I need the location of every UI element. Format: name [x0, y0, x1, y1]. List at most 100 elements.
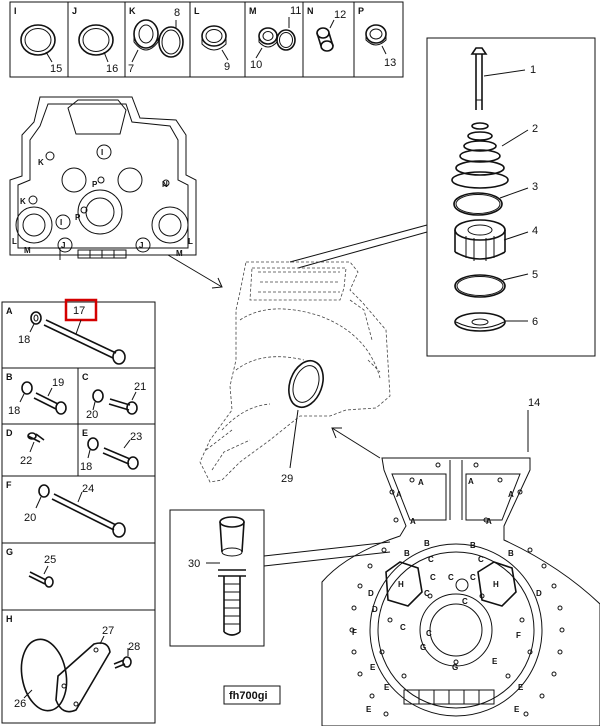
part-label-8: 8: [174, 7, 180, 19]
part-label-28: 28: [128, 641, 140, 653]
part-label-18-b: 18: [8, 405, 20, 417]
seal-ring-15-icon: [20, 24, 56, 56]
part-label-27: 27: [102, 625, 114, 637]
long-bolt-24-icon: [51, 493, 126, 538]
seal-ring-29-icon: [288, 359, 324, 409]
stud-bolt-30-icon: [218, 516, 246, 636]
flange-letter-g-1: G: [420, 643, 426, 652]
screw-28-icon: [113, 656, 132, 669]
flange-face-drawing: 14: [321, 397, 600, 726]
flange-letter-c-8: C: [400, 623, 406, 632]
flange-letter-e-1: E: [370, 663, 376, 672]
o-ring-8-icon: [158, 26, 184, 58]
washer-20-c-icon: [92, 389, 104, 403]
seal-cup-10-icon: [258, 27, 278, 48]
kit-key-l: L: [194, 6, 200, 16]
flange-letter-d-2: D: [372, 605, 378, 614]
locator-j-right: J: [139, 241, 143, 250]
washer-18-b-icon: [21, 381, 33, 395]
kit-key-a: A: [6, 306, 13, 316]
kit-key-n: N: [307, 6, 314, 16]
locator-m-left: M: [24, 246, 31, 255]
part-label-20-c: 20: [86, 409, 98, 421]
kit-key-j: J: [72, 6, 77, 16]
seal-ring-16-icon: [78, 24, 114, 56]
part-label-19: 19: [52, 377, 64, 389]
locator-n: N: [162, 180, 168, 189]
kit-key-b: B: [6, 372, 13, 382]
top-kit-strip: I J K L M N P 15 16 8 7: [9, 1, 404, 78]
kit-key-e: E: [82, 428, 88, 438]
o-ring-3-icon: [453, 192, 503, 216]
sleeve-12-icon: [316, 27, 334, 52]
cap-part-label-4: 4: [532, 225, 538, 237]
part-label-14: 14: [528, 397, 540, 409]
bolt-19-icon: [33, 392, 67, 415]
kit-key-p: P: [358, 6, 364, 16]
pump-flange-left-icon: [385, 561, 423, 607]
end-cap-6-icon: [454, 312, 506, 332]
flange-letter-c-7: C: [462, 597, 468, 606]
part-label-12: 12: [334, 9, 346, 21]
gasket-26-icon: [20, 638, 68, 712]
main-housing-drawing: 29: [199, 261, 391, 485]
long-bolt-17-icon: [43, 319, 126, 365]
washer-20-f-icon: [38, 484, 50, 498]
seal-cup-9-icon: [201, 25, 227, 51]
flange-letter-a-2: A: [468, 477, 474, 486]
part-label-22: 22: [20, 455, 32, 467]
part-label-11: 11: [290, 5, 301, 17]
flange-letter-c-4: C: [448, 573, 454, 582]
o-ring-11-icon: [276, 29, 296, 51]
part-label-20-f: 20: [24, 512, 36, 524]
flange-letter-e-4: E: [492, 657, 498, 666]
cap-part-label-6: 6: [532, 316, 538, 328]
kit-key-c: C: [82, 372, 89, 382]
bearing-housing-4-icon: [454, 219, 506, 261]
long-bolt-1-icon: [470, 47, 488, 110]
flange-letter-c-2: C: [478, 555, 484, 564]
flange-letter-b-2: B: [470, 541, 476, 550]
part-label-17: 17: [73, 305, 85, 317]
dowel-pin-22-icon: [27, 432, 45, 443]
figure-code-box: fh700gi: [223, 685, 281, 705]
flange-letter-d-3: D: [536, 589, 542, 598]
screw-25-icon: [28, 571, 54, 588]
bearing-cup-7-icon: [133, 19, 159, 51]
bolt-23-icon: [102, 447, 139, 470]
flange-letter-a-3: A: [396, 490, 402, 499]
side-kit-column: A B C D E F G H 17 18 19 18: [1, 298, 156, 724]
flange-letter-f-1: F: [352, 628, 357, 637]
locator-i-lower: I: [60, 218, 62, 227]
flange-letter-e-6: E: [514, 705, 520, 714]
part-label-16: 16: [106, 63, 118, 75]
o-ring-5-icon: [454, 274, 506, 298]
kit-key-d: D: [6, 428, 13, 438]
flange-letter-f-2: F: [516, 631, 521, 640]
locator-i-top: I: [101, 148, 103, 157]
cap-part-label-1: 1: [530, 64, 536, 76]
flange-bolt-holes: [349, 462, 565, 717]
locator-k-upper: K: [38, 158, 44, 167]
flange-letter-c-3: C: [430, 573, 436, 582]
part-label-10: 10: [250, 59, 262, 71]
cap-part-label-5: 5: [532, 269, 538, 281]
part-label-18-e: 18: [80, 461, 92, 473]
flange-letter-a-5: A: [410, 517, 416, 526]
washer-18-a-icon: [30, 311, 42, 325]
cap-assembly-box: 1 2 3 4: [289, 37, 596, 357]
kit-key-g: G: [6, 547, 13, 557]
part-label-13: 13: [384, 57, 396, 69]
flange-letter-b-3: B: [404, 549, 410, 558]
overview-housing-drawing: I K P N K P I L M J J M L: [9, 96, 223, 289]
flange-letter-e-2: E: [384, 683, 390, 692]
seal-cup-13-icon: [365, 24, 387, 46]
flange-letter-c-9: C: [426, 629, 432, 638]
part-label-26: 26: [14, 698, 26, 710]
part-label-29: 29: [281, 473, 293, 485]
flange-letter-g-2: G: [452, 663, 458, 672]
part-label-30: 30: [188, 558, 200, 570]
kit-key-h: H: [6, 614, 13, 624]
part-label-18-a: 18: [18, 334, 30, 346]
